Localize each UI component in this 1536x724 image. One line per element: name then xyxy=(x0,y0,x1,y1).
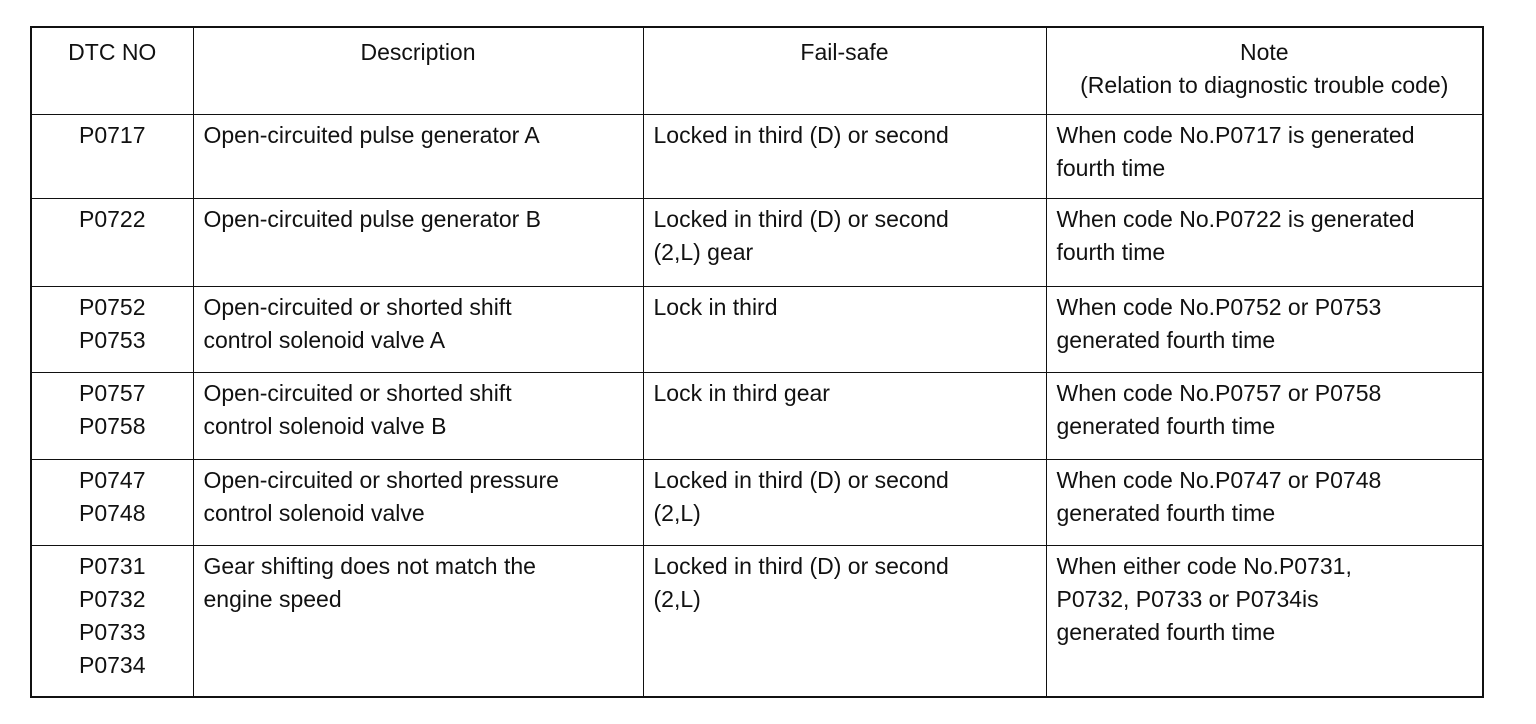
dtc-code: P0752 xyxy=(78,293,146,320)
note-cell: When code No.P0757 or P0758 generated fo… xyxy=(1045,371,1484,460)
header-note-subtitle: (Relation to diagnostic trouble code) xyxy=(1080,72,1449,98)
note-text: When code No.P0722 is generated xyxy=(1056,205,1415,232)
description-cell: Open-circuited or shorted shift control … xyxy=(192,371,644,460)
fail-safe-text: (2,L) xyxy=(653,585,701,612)
fail-safe-text: Lock in third gear xyxy=(653,379,830,406)
note-text: P0732, P0733 or P0734is xyxy=(1056,585,1319,612)
description-cell: Open-circuited or shorted pressure contr… xyxy=(192,458,644,546)
description-text: control solenoid valve xyxy=(203,499,425,526)
dtc-code: P0747 xyxy=(78,466,146,493)
dtc-code-cell: P0757 P0758 xyxy=(30,371,194,460)
description-cell: Open-circuited or shorted shift control … xyxy=(192,285,644,373)
note-cell: When code No.P0717 is generated fourth t… xyxy=(1045,113,1484,199)
note-text: generated fourth time xyxy=(1056,326,1276,353)
note-text: fourth time xyxy=(1056,154,1166,181)
fail-safe-cell: Locked in third (D) or second (2,L) xyxy=(642,458,1047,546)
note-cell: When code No.P0747 or P0748 generated fo… xyxy=(1045,458,1484,546)
dtc-code-cell: P0752 P0753 xyxy=(30,285,194,373)
dtc-code: P0717 xyxy=(78,121,146,148)
note-text: When code No.P0752 or P0753 xyxy=(1056,293,1382,320)
note-cell: When code No.P0752 or P0753 generated fo… xyxy=(1045,285,1484,373)
description-text: control solenoid valve A xyxy=(203,326,446,353)
dtc-code: P0722 xyxy=(78,205,146,232)
note-text: When code No.P0757 or P0758 xyxy=(1056,379,1382,406)
fail-safe-text: Locked in third (D) or second xyxy=(653,205,949,232)
dtc-code-cell: P0722 xyxy=(30,197,194,287)
description-text: Open-circuited or shorted pressure xyxy=(203,466,559,493)
description-text: Open-circuited or shorted shift xyxy=(203,379,512,406)
description-cell: Open-circuited pulse generator B xyxy=(192,197,644,287)
dtc-code: P0757 xyxy=(78,379,146,406)
dtc-code: P0734 xyxy=(78,651,146,678)
table-row: P0752 P0753 Open-circuited or shorted sh… xyxy=(30,285,1484,373)
description-text: Open-circuited pulse generator B xyxy=(203,205,542,232)
header-note: Note (Relation to diagnostic trouble cod… xyxy=(1045,26,1484,115)
header-description: Description xyxy=(192,26,644,115)
dtc-code: P0733 xyxy=(78,618,146,645)
description-text: Open-circuited pulse generator A xyxy=(203,121,540,148)
dtc-code-cell: P0731 P0732 P0733 P0734 xyxy=(30,544,194,698)
table-row: P0731 P0732 P0733 P0734 Gear shifting do… xyxy=(30,544,1484,698)
note-text: fourth time xyxy=(1056,238,1166,265)
fail-safe-cell: Lock in third gear xyxy=(642,371,1047,460)
description-cell: Open-circuited pulse generator A xyxy=(192,113,644,199)
fail-safe-text: Locked in third (D) or second xyxy=(653,552,949,579)
table-header-row: DTC NO Description Fail-safe Note (Relat… xyxy=(30,26,1484,115)
dtc-code: P0753 xyxy=(78,326,146,353)
fail-safe-cell: Locked in third (D) or second (2,L) gear xyxy=(642,197,1047,287)
description-cell: Gear shifting does not match the engine … xyxy=(192,544,644,698)
dtc-code: P0732 xyxy=(78,585,146,612)
note-cell: When either code No.P0731, P0732, P0733 … xyxy=(1045,544,1484,698)
note-cell: When code No.P0722 is generated fourth t… xyxy=(1045,197,1484,287)
fail-safe-text: Locked in third (D) or second xyxy=(653,121,949,148)
note-text: generated fourth time xyxy=(1056,412,1276,439)
fail-safe-cell: Locked in third (D) or second (2,L) xyxy=(642,544,1047,698)
table-row: P0757 P0758 Open-circuited or shorted sh… xyxy=(30,371,1484,460)
description-text: Gear shifting does not match the xyxy=(203,552,536,579)
note-text: When either code No.P0731, xyxy=(1056,552,1352,579)
fail-safe-text: Lock in third xyxy=(653,293,778,320)
header-note-title: Note xyxy=(1239,39,1289,65)
dtc-code: P0748 xyxy=(78,499,146,526)
header-fail-safe: Fail-safe xyxy=(642,26,1047,115)
note-text: generated fourth time xyxy=(1056,499,1276,526)
fail-safe-text: (2,L) gear xyxy=(653,238,754,265)
table-row: P0722 Open-circuited pulse generator B L… xyxy=(30,197,1484,287)
dtc-code: P0758 xyxy=(78,412,146,439)
dtc-fail-safe-table: DTC NO Description Fail-safe Note (Relat… xyxy=(30,26,1484,698)
dtc-code: P0731 xyxy=(78,552,146,579)
description-text: engine speed xyxy=(203,585,342,612)
fail-safe-cell: Lock in third xyxy=(642,285,1047,373)
fail-safe-text: Locked in third (D) or second xyxy=(653,466,949,493)
table-row: P0747 P0748 Open-circuited or shorted pr… xyxy=(30,458,1484,546)
header-dtc-no: DTC NO xyxy=(30,26,194,115)
note-text: generated fourth time xyxy=(1056,618,1276,645)
note-text: When code No.P0717 is generated xyxy=(1056,121,1415,148)
fail-safe-text: (2,L) xyxy=(653,499,701,526)
description-text: Open-circuited or shorted shift xyxy=(203,293,512,320)
fail-safe-cell: Locked in third (D) or second xyxy=(642,113,1047,199)
dtc-code-cell: P0747 P0748 xyxy=(30,458,194,546)
note-text: When code No.P0747 or P0748 xyxy=(1056,466,1382,493)
dtc-code-cell: P0717 xyxy=(30,113,194,199)
table-row: P0717 Open-circuited pulse generator A L… xyxy=(30,113,1484,199)
description-text: control solenoid valve B xyxy=(203,412,447,439)
